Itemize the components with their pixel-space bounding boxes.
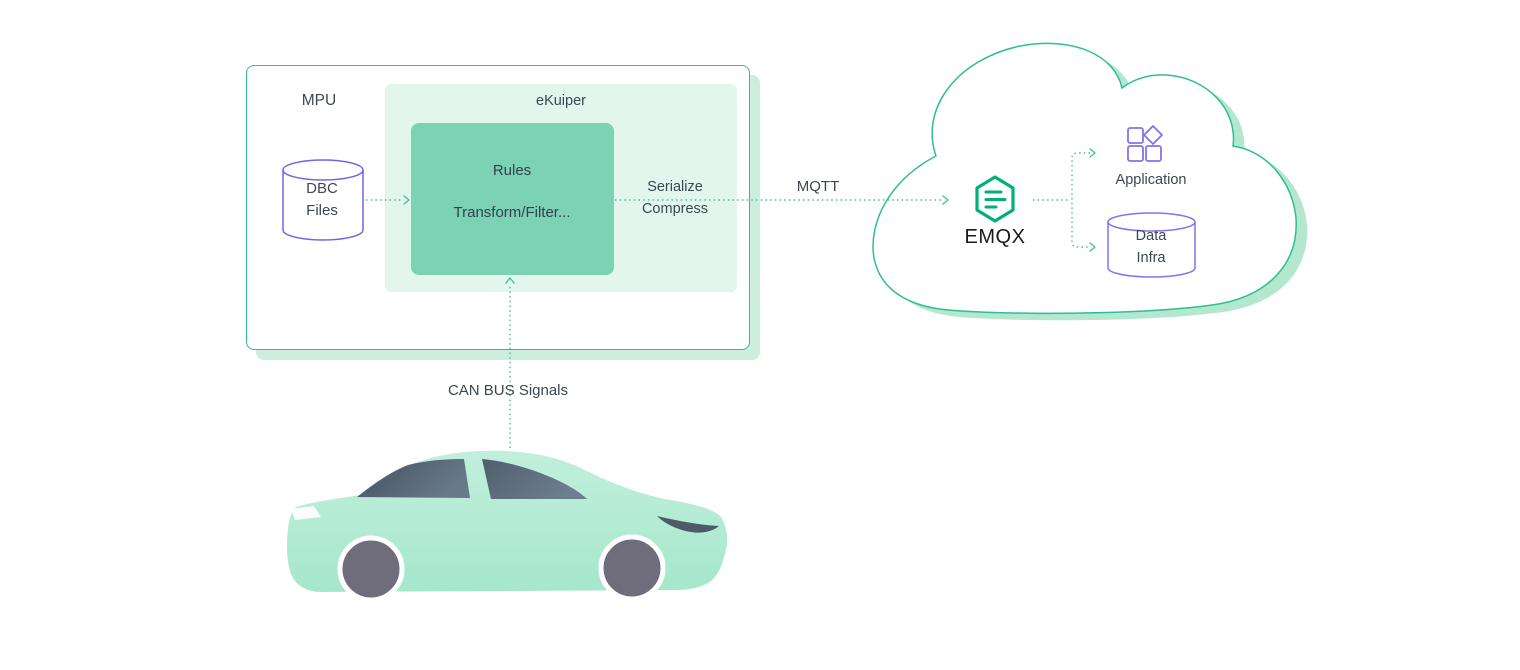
car-window-front [357,459,470,498]
emqx-logo-icon [975,175,1015,223]
car-illustration [287,450,728,603]
canbus-label: CAN BUS Signals [447,382,569,399]
rules-subtitle: Transform/Filter... [453,204,571,221]
emqx-label: EMQX [964,226,1026,248]
application-label: Application [1115,172,1187,188]
ekuiper-label: eKuiper [536,93,586,109]
application-icon [1127,125,1163,162]
arrowhead-to-application [1089,148,1096,158]
arrowhead-into-cloud [942,195,949,205]
mpu-label: MPU [301,92,337,109]
mqtt-label: MQTT [796,178,840,195]
rules-title: Rules [492,162,532,179]
rules-box [411,123,614,275]
connector-emqx-branch-fork [1071,152,1090,248]
cloud-outline [872,42,1297,315]
data-infra-label-line1: Data [1135,228,1167,244]
car-taillight [657,516,719,533]
car-wheel-front [337,535,405,603]
car-window-rear [482,459,587,499]
dbc-files-label-line2: Files [306,202,338,219]
car-body [287,450,728,592]
data-infra-label-line2: Infra [1136,250,1166,266]
dbc-files-label-line1: DBC [306,180,338,197]
car-headlight [291,506,321,520]
compress-label: Compress [641,201,709,217]
car-wheel-rear [598,534,666,602]
arrowhead-to-data-infra [1089,242,1096,252]
serialize-label: Serialize [647,179,703,195]
